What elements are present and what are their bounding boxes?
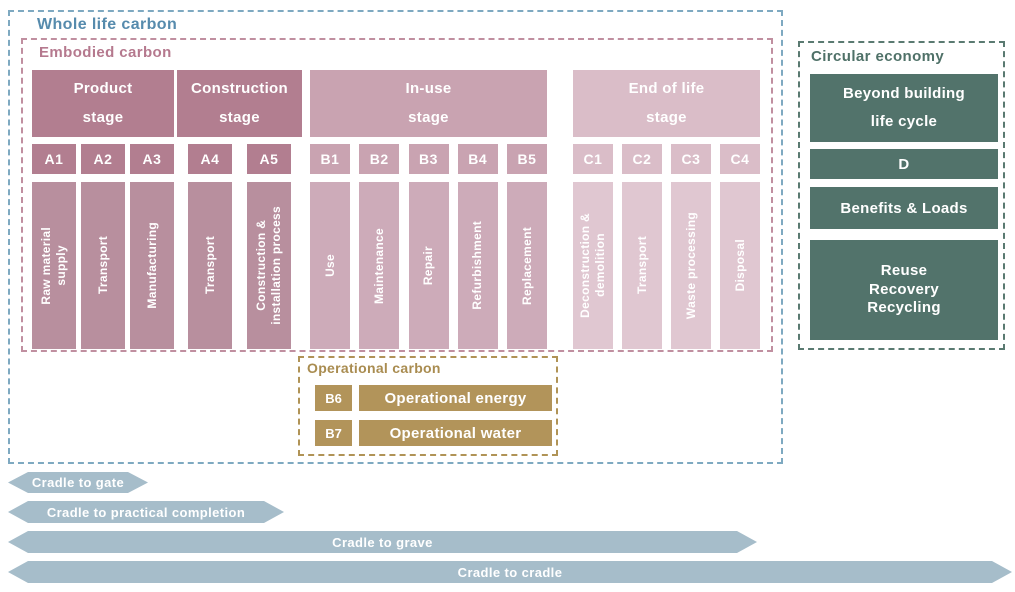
code-a4: A4 — [188, 144, 232, 174]
operational-energy-label: Operational energy — [359, 385, 552, 411]
construction-stage-header: Construction stage — [177, 70, 302, 137]
circular-economy-title: Circular economy — [811, 48, 945, 65]
module-d-box: D — [810, 149, 998, 179]
product-stage-codes: A1 A2 A3 — [32, 144, 174, 174]
product-stage-columns: Raw material supply Transport Manufactur… — [32, 182, 174, 349]
cradle-to-cradle-arrow: Cradle to cradle — [8, 561, 1012, 583]
embodied-carbon-title: Embodied carbon — [39, 44, 172, 61]
code-a3: A3 — [130, 144, 174, 174]
cradle-to-grave-arrow: Cradle to grave — [8, 531, 757, 553]
column-transport-a2: Transport — [81, 182, 125, 349]
code-c2: C2 — [622, 144, 662, 174]
column-waste-processing: Waste processing — [671, 182, 711, 349]
column-refurbishment: Refurbishment — [457, 182, 498, 349]
construction-stage-codes: A4 A5 — [177, 144, 302, 174]
code-b6: B6 — [315, 385, 352, 411]
whole-life-title: Whole life carbon — [37, 16, 178, 33]
cradle-to-gate-arrow: Cradle to gate — [8, 472, 148, 493]
column-raw-material-supply: Raw material supply — [32, 182, 76, 349]
column-maintenance: Maintenance — [359, 182, 400, 349]
code-a2: A2 — [81, 144, 125, 174]
code-b5: B5 — [507, 144, 547, 174]
column-construction-installation: Construction & installation process — [247, 182, 291, 349]
code-a5: A5 — [247, 144, 291, 174]
stage-group-construction: Construction stage A4 A5 Transport Const… — [177, 70, 302, 349]
operational-carbon-title: Operational carbon — [307, 360, 441, 376]
column-transport-a4: Transport — [188, 182, 232, 349]
end-of-life-stage-columns: Deconstruction & demolition Transport Wa… — [573, 182, 760, 349]
reuse-recovery-recycling-box: Reuse Recovery Recycling — [810, 240, 998, 340]
code-b3: B3 — [408, 144, 449, 174]
stage-group-end-of-life: End of life stage C1 C2 C3 C4 Deconstruc… — [573, 70, 760, 349]
column-deconstruction-demolition: Deconstruction & demolition — [573, 182, 613, 349]
cradle-to-practical-completion-arrow: Cradle to practical completion — [8, 501, 284, 523]
code-c3: C3 — [671, 144, 711, 174]
code-b4: B4 — [457, 144, 498, 174]
in-use-stage-columns: Use Maintenance Repair Refurbishment Rep… — [310, 182, 547, 349]
end-of-life-stage-codes: C1 C2 C3 C4 — [573, 144, 760, 174]
code-b2: B2 — [359, 144, 400, 174]
product-stage-header: Product stage — [32, 70, 174, 137]
column-replacement: Replacement — [507, 182, 547, 349]
column-transport-c2: Transport — [622, 182, 662, 349]
construction-stage-columns: Transport Construction & installation pr… — [177, 182, 302, 349]
benefits-and-loads-box: Benefits & Loads — [810, 187, 998, 229]
code-c1: C1 — [573, 144, 613, 174]
whole-life-frame: Whole life carbon — [8, 10, 783, 464]
operational-water-label: Operational water — [359, 420, 552, 446]
in-use-stage-codes: B1 B2 B3 B4 B5 — [310, 144, 547, 174]
embodied-carbon-frame: Embodied carbon Product stage A1 A2 A3 R… — [21, 38, 773, 352]
code-a1: A1 — [32, 144, 76, 174]
column-disposal: Disposal — [720, 182, 760, 349]
circular-economy-frame: Circular economy Beyond building life cy… — [798, 41, 1005, 350]
operational-water-row: B7 Operational water — [315, 420, 552, 446]
stage-group-in-use: In-use stage B1 B2 B3 B4 B5 Use Maintena… — [310, 70, 547, 349]
operational-energy-row: B6 Operational energy — [315, 385, 552, 411]
column-manufacturing: Manufacturing — [130, 182, 174, 349]
column-repair: Repair — [408, 182, 449, 349]
stage-group-product: Product stage A1 A2 A3 Raw material supp… — [32, 70, 174, 349]
code-b1: B1 — [310, 144, 350, 174]
code-c4: C4 — [720, 144, 760, 174]
code-b7: B7 — [315, 420, 352, 446]
in-use-stage-header: In-use stage — [310, 70, 547, 137]
beyond-building-life-cycle-box: Beyond building life cycle — [810, 74, 998, 142]
column-use: Use — [310, 182, 350, 349]
end-of-life-stage-header: End of life stage — [573, 70, 760, 137]
operational-carbon-frame: Operational carbon B6 Operational energy… — [298, 356, 558, 456]
